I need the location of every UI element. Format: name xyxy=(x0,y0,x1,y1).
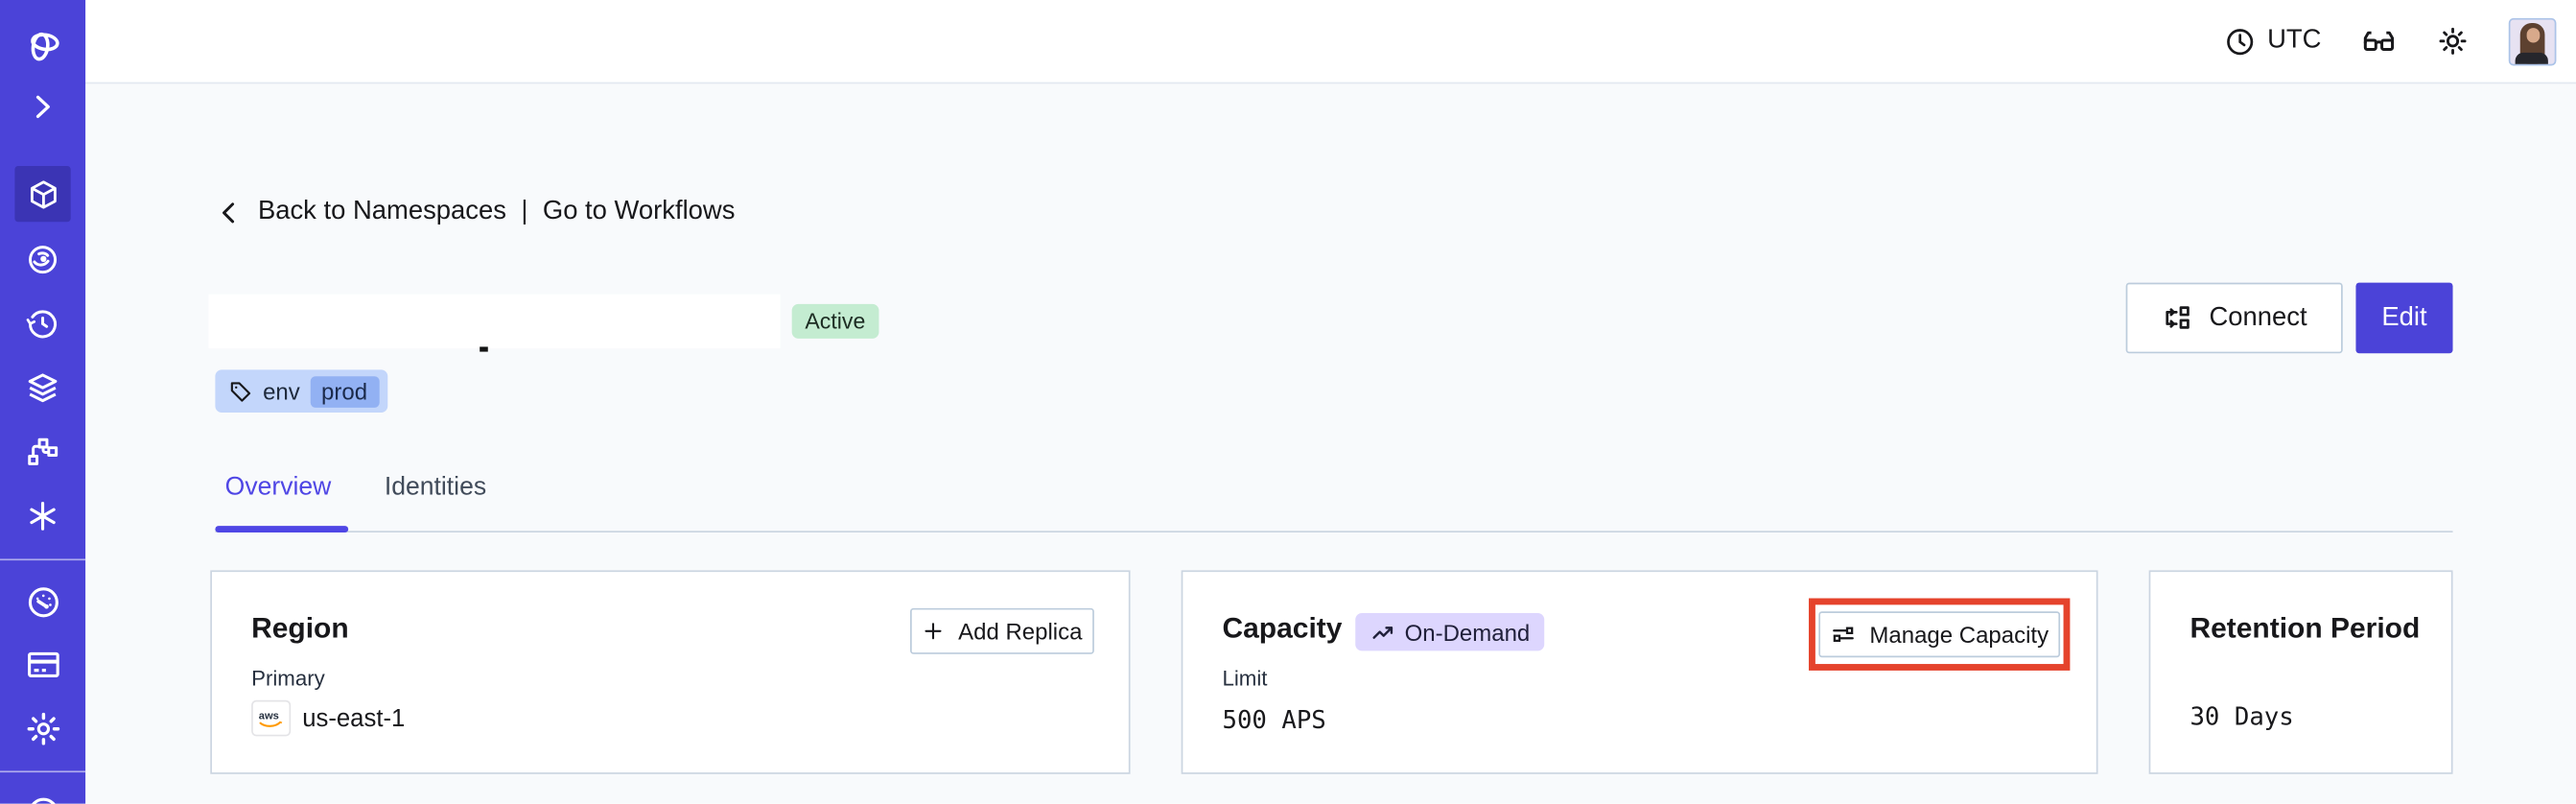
sidebar-item-schedules[interactable] xyxy=(0,306,85,343)
namespaces-cube-icon xyxy=(30,179,56,208)
theme-toggle[interactable] xyxy=(2436,25,2469,58)
sidebar-item-namespaces[interactable] xyxy=(14,166,71,223)
connect-label: Connect xyxy=(2209,303,2307,332)
retention-card-title: Retention Period xyxy=(2190,611,2421,645)
labs-toggle[interactable] xyxy=(2361,23,2398,59)
sliders-icon xyxy=(1830,622,1856,648)
capacity-card-title: Capacity xyxy=(1222,611,1343,645)
avatar-body xyxy=(2515,51,2548,63)
sidebar-item-billing[interactable] xyxy=(0,646,85,683)
limit-label: Limit xyxy=(1222,665,1268,691)
billing-card-icon xyxy=(27,651,59,677)
glasses-icon xyxy=(2363,31,2395,51)
active-tab-indicator xyxy=(215,526,349,533)
tag-key: env xyxy=(263,377,300,405)
ondemand-badge: On-Demand xyxy=(1355,612,1545,651)
tab-identities[interactable]: Identities xyxy=(384,473,487,502)
avatar-face xyxy=(2525,27,2540,43)
region-card-title: Region xyxy=(251,611,349,645)
clock-icon xyxy=(2225,26,2257,58)
timezone-selector[interactable]: UTC xyxy=(2225,26,2322,58)
sidebar-item-settings[interactable] xyxy=(0,710,85,747)
retention-card: Retention Period 30 Days xyxy=(2148,570,2453,774)
temporal-logo[interactable] xyxy=(0,25,85,64)
sidebar xyxy=(0,0,86,804)
highlight-annotation-box: Manage Capacity xyxy=(1809,598,2071,671)
breadcrumb-separator: | xyxy=(521,197,528,225)
trend-up-icon xyxy=(1370,619,1396,645)
expand-chevron-icon[interactable] xyxy=(0,90,85,123)
sidebar-item-nexus[interactable] xyxy=(0,498,85,534)
settings-gear-icon xyxy=(26,712,59,745)
sidebar-item-support[interactable] xyxy=(0,793,85,804)
topbar: UTC xyxy=(85,0,2576,84)
sidebar-item-workflows[interactable] xyxy=(0,242,85,278)
workflows-eye-icon xyxy=(29,246,58,274)
capacity-value: 500 APS xyxy=(1222,704,1326,735)
support-circle-icon xyxy=(30,797,56,804)
manage-capacity-button[interactable]: Manage Capacity xyxy=(1818,611,2061,658)
timezone-label: UTC xyxy=(2267,26,2322,55)
namespace-tag: env prod xyxy=(215,369,387,413)
namespace-title-redacted xyxy=(208,294,781,349)
sidebar-item-usage[interactable] xyxy=(0,583,85,621)
edit-button[interactable]: Edit xyxy=(2355,282,2453,354)
region-card: Region Add Replica Primary aws us-east-1 xyxy=(210,570,1131,774)
namespace-title-dot xyxy=(480,346,488,353)
breadcrumb-workflows-link[interactable]: Go to Workflows xyxy=(542,197,736,225)
back-chevron-icon[interactable] xyxy=(215,198,243,225)
sidebar-item-batch[interactable] xyxy=(0,434,85,470)
connect-icon xyxy=(2162,302,2193,334)
tab-overview[interactable]: Overview xyxy=(224,473,332,502)
sidebar-divider xyxy=(0,558,86,561)
deployments-layers-icon xyxy=(28,373,58,403)
ondemand-label: On-Demand xyxy=(1404,618,1531,646)
primary-label: Primary xyxy=(251,665,325,691)
schedules-timer-icon xyxy=(26,310,58,339)
sidebar-item-deployments[interactable] xyxy=(0,369,85,406)
add-replica-label: Add Replica xyxy=(958,618,1083,645)
status-badge: Active xyxy=(791,303,879,339)
sun-icon xyxy=(2439,27,2467,55)
tag-value-chip: prod xyxy=(310,375,380,407)
nexus-asterisk-icon xyxy=(30,501,56,531)
tabs-underline xyxy=(215,530,2453,532)
breadcrumb: Back to Namespaces | Go to Workflows xyxy=(215,198,735,227)
usage-gauge-icon xyxy=(28,587,59,618)
capacity-card: Capacity On-Demand Manage Capacity Limi xyxy=(1181,570,2098,774)
plus-icon xyxy=(922,620,945,643)
aws-logo: aws xyxy=(251,699,292,737)
retention-value: 30 Days xyxy=(2190,701,2294,732)
svg-text:aws: aws xyxy=(259,710,279,721)
sidebar-divider xyxy=(0,770,86,773)
tag-icon xyxy=(228,379,253,404)
batch-branch-icon xyxy=(28,437,59,465)
edit-label: Edit xyxy=(2381,303,2427,332)
region-value: us-east-1 xyxy=(302,704,406,733)
add-replica-button[interactable]: Add Replica xyxy=(910,607,1094,654)
avatar[interactable] xyxy=(2508,16,2557,65)
breadcrumb-back-link[interactable]: Back to Namespaces xyxy=(257,197,506,225)
region-value-row: aws us-east-1 xyxy=(251,699,406,737)
connect-button[interactable]: Connect xyxy=(2125,282,2343,354)
status-label: Active xyxy=(805,309,866,334)
manage-capacity-label: Manage Capacity xyxy=(1869,621,2049,648)
